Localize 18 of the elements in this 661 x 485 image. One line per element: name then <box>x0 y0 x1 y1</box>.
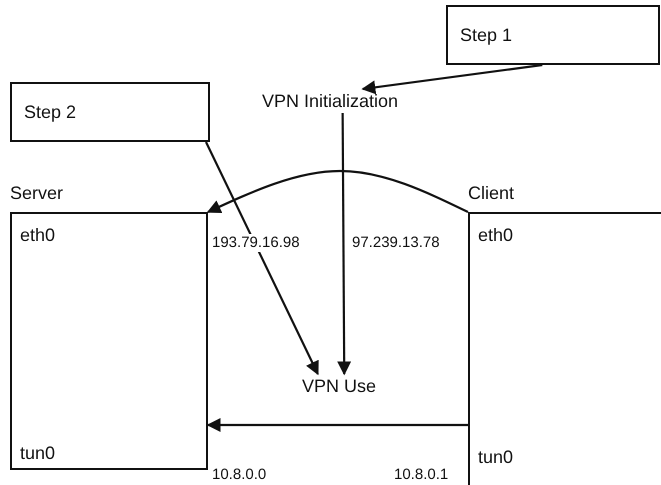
arrow <box>206 170 468 214</box>
arrow <box>206 418 468 432</box>
interface-name: eth0 <box>478 224 514 246</box>
interface-name: tun0 <box>20 442 56 464</box>
ip-address: 193.79.16.98 <box>212 234 300 252</box>
interface-name: eth0 <box>20 224 56 246</box>
flow-label: VPN Use <box>302 374 390 398</box>
arrow <box>361 64 542 94</box>
step-box <box>10 82 210 142</box>
host-name: Client <box>468 182 514 204</box>
step-label: Step 2 <box>24 101 76 123</box>
step-label: Step 1 <box>460 24 512 46</box>
interface-name: tun0 <box>478 446 514 468</box>
arrow <box>205 142 319 376</box>
step-box <box>446 5 660 65</box>
arrow <box>337 113 352 376</box>
host-name: Server <box>10 182 64 204</box>
flow-label: VPN Initialization <box>262 89 430 113</box>
